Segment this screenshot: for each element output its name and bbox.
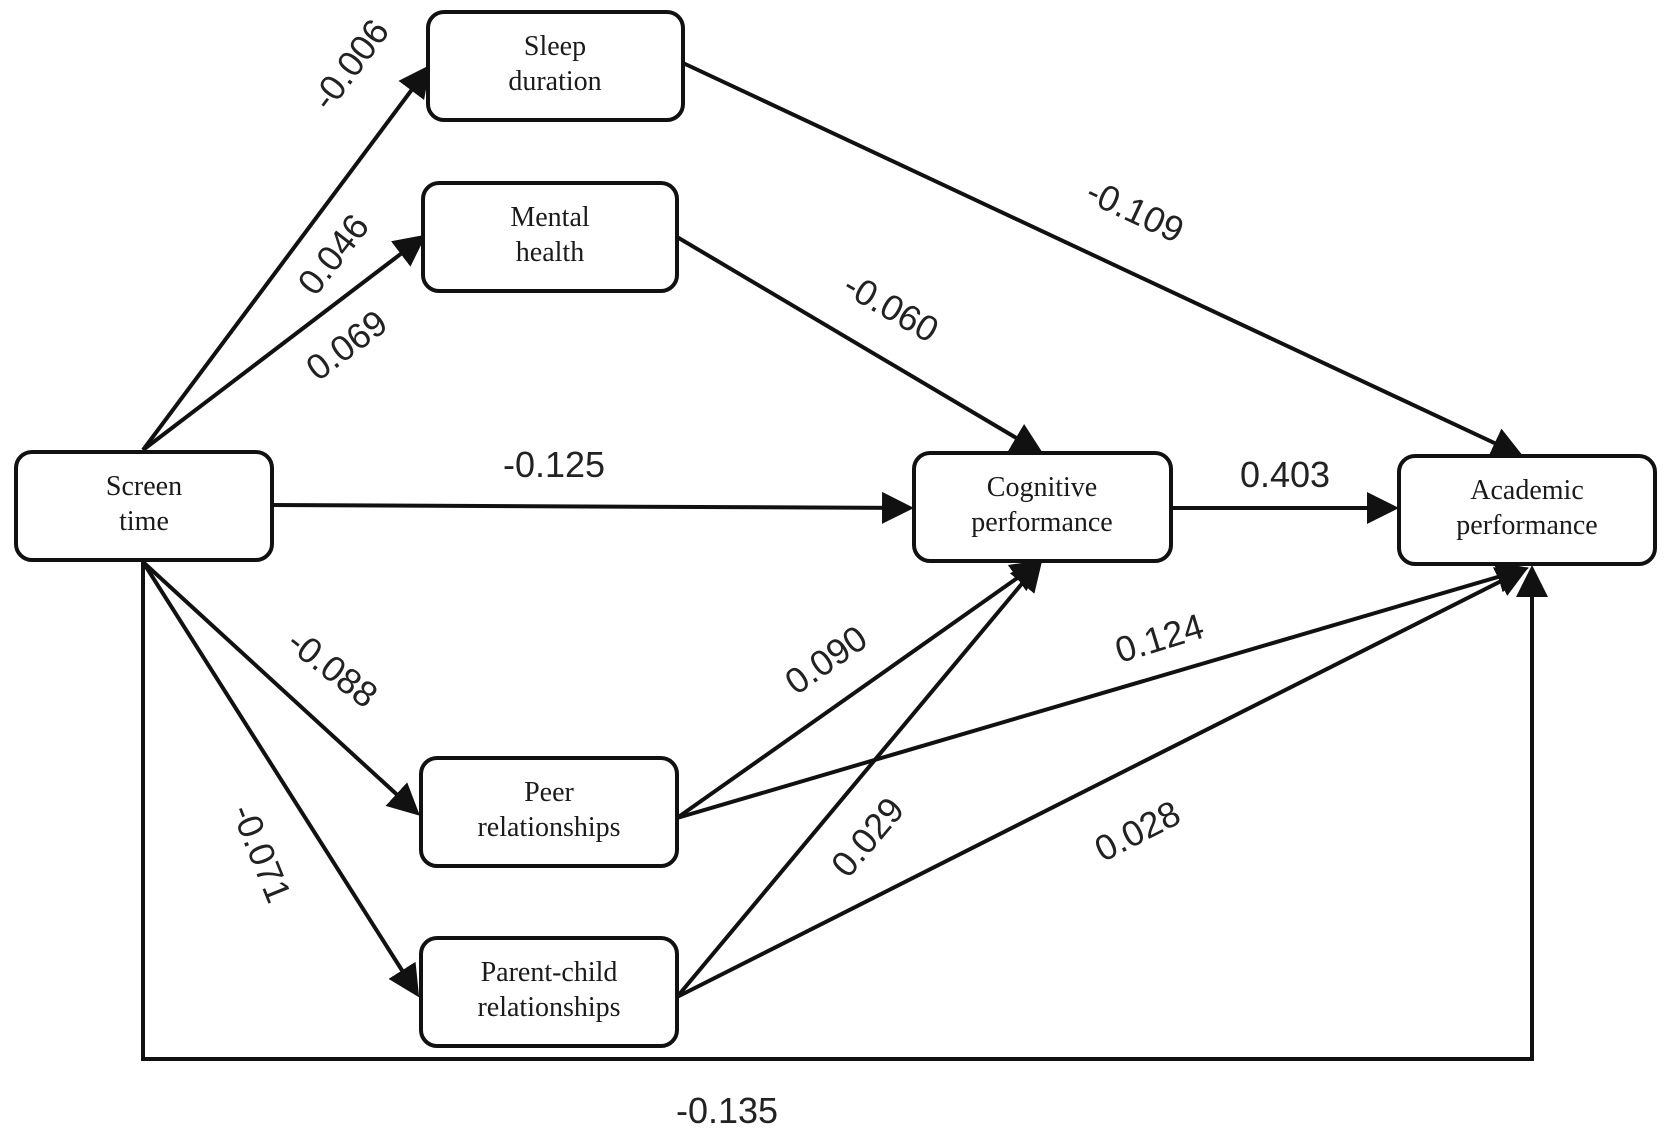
arrow-screen-to-mental [141, 234, 427, 452]
node-screen-time: Screen time [14, 450, 274, 562]
node-parent-child-relationships-line2: relationships [477, 992, 620, 1023]
node-parent-child-relationships: Parent-child relationships [419, 936, 679, 1048]
node-academic-performance-line2: performance [1456, 510, 1597, 541]
coef-peer-to-academic: 0.124 [1110, 605, 1208, 671]
arrow-parent-to-cognitive [675, 558, 1043, 999]
arrow-screen-to-parent [141, 560, 420, 998]
coef-screen-to-parent: -0.071 [223, 798, 299, 908]
node-cognitive-performance: Cognitive performance [912, 451, 1173, 563]
coef-screen-to-mental-b: 0.069 [298, 302, 395, 389]
arrow-peer-to-cognitive [675, 559, 1044, 820]
arrow-screen-to-sleep [141, 64, 431, 452]
node-sleep-duration-line2: duration [508, 66, 601, 97]
coefficient-labels: -0.006 0.046 0.069 -0.109 -0.060 -0.125 … [223, 11, 1330, 1131]
node-mental-health-line1: Mental [510, 202, 590, 233]
node-screen-time-line2: time [119, 506, 169, 537]
arrow-screen-to-cognitive [271, 491, 914, 524]
node-sleep-duration-line1: Sleep [524, 31, 586, 62]
coef-screen-to-sleep: -0.006 [303, 11, 397, 117]
coef-screen-to-cognitive: -0.125 [503, 444, 605, 485]
node-mental-health: Mental health [421, 181, 679, 293]
coef-sleep-to-academic: -0.109 [1080, 171, 1190, 251]
node-sleep-duration: Sleep duration [426, 10, 685, 122]
node-peer-relationships-line1: Peer [524, 777, 574, 808]
node-mental-health-line2: health [516, 237, 584, 268]
arrow-screen-to-peer [141, 560, 420, 816]
arrow-sleep-to-academic [682, 61, 1524, 458]
coef-screen-to-mental-a: 0.046 [289, 206, 377, 302]
arrow-parent-to-academic [676, 567, 1529, 999]
coef-screen-to-academic-direct: -0.135 [676, 1090, 778, 1131]
arrow-screen-to-academic-direct [141, 562, 1548, 1061]
arrow-mental-to-cognitive [675, 235, 1044, 455]
coef-parent-to-academic: 0.028 [1088, 792, 1187, 869]
coef-mental-to-cognitive: -0.060 [837, 264, 946, 351]
arrow-peer-to-academic [676, 561, 1529, 820]
node-screen-time-line1: Screen [106, 471, 182, 502]
node-academic-performance-line1: Academic [1470, 475, 1584, 506]
node-academic-performance: Academic performance [1397, 454, 1657, 566]
node-peer-relationships: Peer relationships [419, 756, 679, 868]
node-cognitive-performance-line1: Cognitive [987, 472, 1097, 503]
node-parent-child-relationships-line1: Parent-child [481, 957, 618, 988]
node-cognitive-performance-line2: performance [971, 507, 1112, 538]
paths [141, 61, 1548, 1061]
coef-cognitive-to-academic: 0.403 [1240, 454, 1330, 495]
node-peer-relationships-line2: relationships [477, 812, 620, 843]
